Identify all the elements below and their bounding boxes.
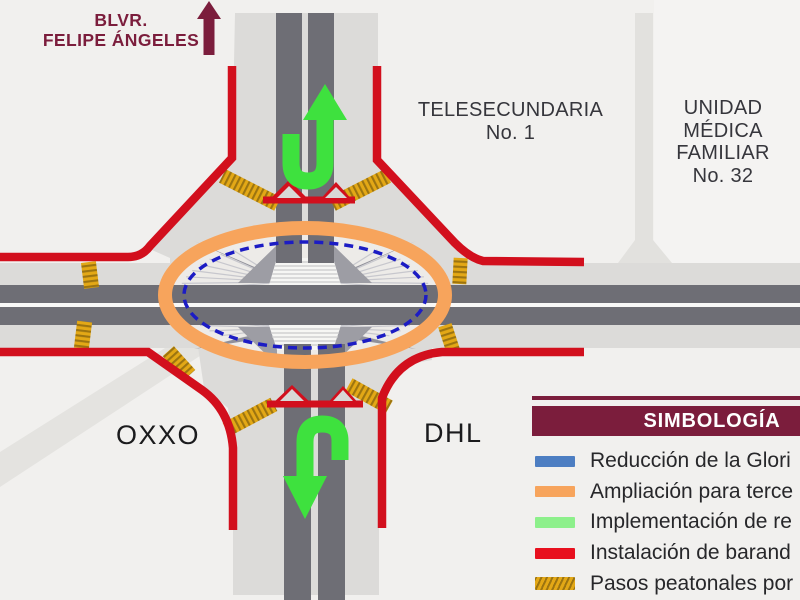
crosswalk-swatch <box>535 577 575 591</box>
driveway-strip <box>618 13 672 263</box>
legend-item-widening: Ampliación para terce <box>532 477 800 508</box>
boulevard-direction-arrow-icon <box>197 1 221 55</box>
guardrail-southeast <box>377 347 584 528</box>
legend-item-label: Instalación de barand <box>590 541 791 565</box>
dhl-label: DHL <box>424 418 483 448</box>
legend-item-reduction: Reducción de la Glori <box>532 446 800 477</box>
legend-item-crosswalk: Pasos peatonales por <box>532 568 800 599</box>
guardrail-swatch <box>535 547 575 559</box>
unidad-medica-label-line4: No. 32 <box>692 164 754 187</box>
lanes-east-west <box>0 285 800 325</box>
boulevard-label-line2: FELIPE ÁNGELES <box>42 30 200 50</box>
legend-item-uturn: Implementación de re <box>532 507 800 538</box>
legend-item-label: Pasos peatonales por <box>590 571 794 595</box>
legend-item-label: Implementación de re <box>590 510 792 534</box>
crosswalk-diagonal-road <box>162 346 196 380</box>
unidad-medica-label-line2: MÉDICA <box>683 119 763 142</box>
crosswalk-west-upper <box>80 261 100 289</box>
diagonal-road <box>0 348 212 487</box>
monument-stairs <box>269 258 341 350</box>
unidad-medica-label-line1: UNIDAD <box>683 97 763 119</box>
guardrail-northwest <box>0 66 237 262</box>
crosswalk-east-upper <box>452 257 468 285</box>
boulevard-label-line1: BLVR. <box>94 10 148 30</box>
legend-item-label: Reducción de la Glori <box>590 449 791 473</box>
background-right-block <box>654 0 800 263</box>
legend-item-guardrail: Instalación de barand <box>532 538 800 569</box>
legend: SIMBOLOGÍA Reducción de la Glori Ampliac… <box>532 396 800 599</box>
legend-title: SIMBOLOGÍA <box>532 406 800 436</box>
speed-bump-markers-south <box>267 385 363 408</box>
crosswalk-east-lower <box>438 322 460 354</box>
u-turn-arrow-south <box>283 415 349 519</box>
guardrail-southwest <box>0 347 238 530</box>
oxxo-label: OXXO <box>116 420 201 450</box>
speed-bump-markers-north <box>263 180 355 204</box>
u-turn-arrow-north <box>282 84 347 190</box>
legend-top-strip <box>532 396 800 400</box>
crosswalk-west-lower <box>73 320 93 350</box>
guardrails <box>0 66 585 530</box>
legend-items: Reducción de la Glori Ampliación para te… <box>532 446 800 599</box>
unidad-medica-label-line3: FAMILIAR <box>676 142 770 164</box>
reduction-line-swatch <box>535 455 575 467</box>
telesecundaria-label-line2: No. 1 <box>485 122 536 144</box>
telesecundaria-label-line1: TELESECUNDARIA <box>417 99 604 121</box>
telesecundaria-label: TELESECUNDARIA No. 1 <box>408 99 613 145</box>
guardrail-northeast <box>372 66 585 267</box>
legend-item-label: Ampliación para terce <box>590 479 794 503</box>
u-turn-swatch <box>535 516 575 528</box>
widening-swatch <box>535 486 575 498</box>
unidad-medica-label: UNIDAD MÉDICA FAMILIAR No. 32 <box>650 97 796 187</box>
glorieta-reduction-line <box>182 240 428 350</box>
third-lane-widening-ring <box>158 221 452 369</box>
crosswalk-south-left <box>222 397 278 437</box>
boulevard-label: BLVR. FELIPE ÁNGELES <box>28 10 214 50</box>
